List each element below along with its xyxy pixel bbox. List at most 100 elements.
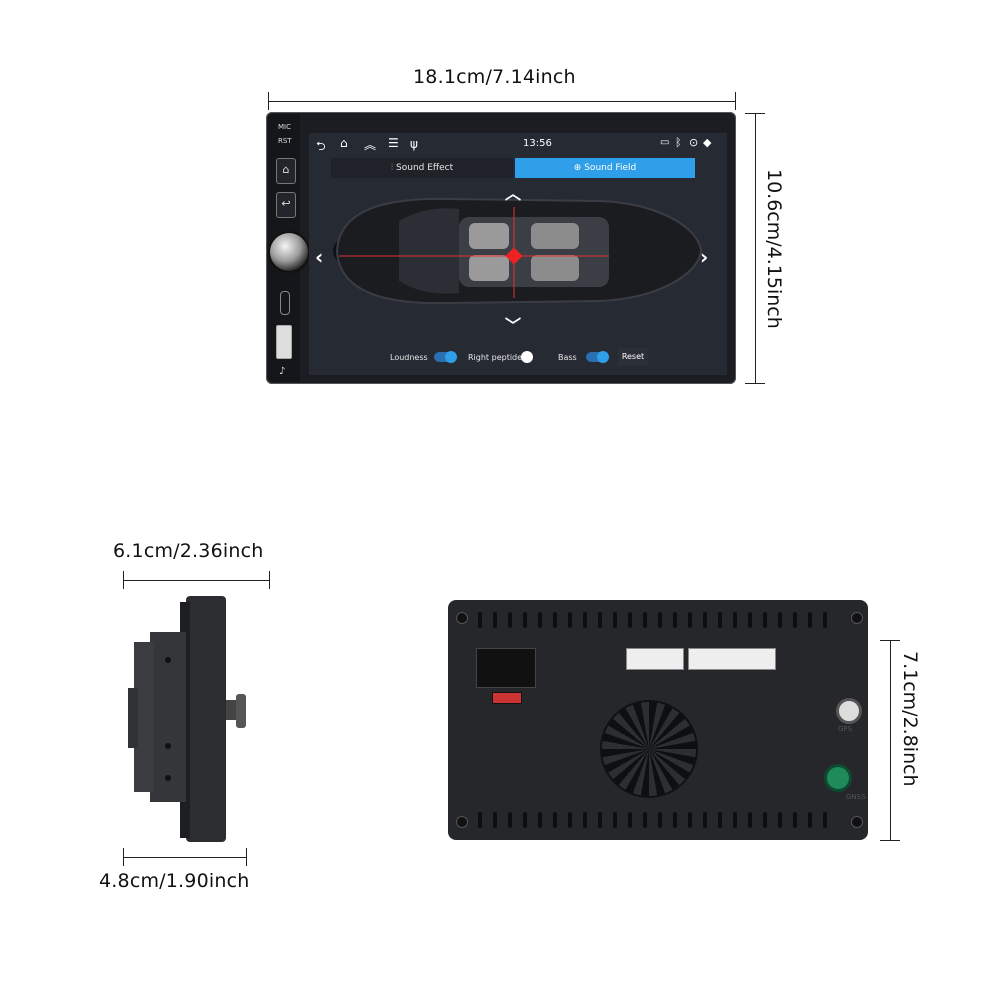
front-width-tick-left — [268, 92, 269, 110]
vent-slot — [598, 612, 602, 628]
front-width-label: 18.1cm/7.14inch — [413, 66, 576, 88]
vent-slot — [568, 812, 572, 828]
vent-slot — [523, 612, 527, 628]
screw — [851, 612, 863, 624]
side-depth-bottom-label: 4.8cm/1.90inch — [99, 870, 250, 892]
front-width-tick-right — [735, 92, 736, 110]
vent-slot — [673, 812, 677, 828]
vent-slot — [748, 812, 752, 828]
back-icon[interactable]: ⮌ — [316, 139, 326, 153]
loudness-toggle[interactable] — [434, 351, 457, 363]
vent-slot — [553, 612, 557, 628]
side-depth-top-line — [123, 580, 269, 581]
vent-slot — [808, 812, 812, 828]
rst-label: RST — [278, 137, 292, 145]
vent-slot — [643, 612, 647, 628]
vent-slot — [673, 612, 677, 628]
vent-slot — [613, 612, 617, 628]
tab-sound-field-label: Sound Field — [584, 163, 637, 173]
vent-slot — [508, 612, 512, 628]
vent-slot — [658, 612, 662, 628]
tab-sound-effect-label: Sound Effect — [396, 163, 454, 173]
home-icon[interactable]: ⌂ — [340, 136, 348, 150]
tab-sound-field[interactable]: ⊕ Sound Field — [515, 158, 695, 178]
harness-connector-2 — [688, 648, 776, 670]
side-depth-bottom-line — [123, 857, 246, 858]
vent-slot — [553, 812, 557, 828]
vent-slot — [478, 612, 482, 628]
back-height-tick-top — [880, 640, 900, 641]
back-height-label: 7.1cm/2.8inch — [899, 651, 921, 787]
screw — [456, 612, 468, 624]
side-top-tick-right — [269, 571, 270, 589]
vent-slot — [778, 612, 782, 628]
screw — [851, 816, 863, 828]
arrow-right-icon[interactable]: › — [700, 245, 709, 269]
vent-slot — [598, 812, 602, 828]
vent-slot — [538, 812, 542, 828]
chevron-up-double-icon[interactable]: ︽ — [364, 138, 377, 152]
volume-knob[interactable] — [270, 233, 308, 271]
vent-slot — [808, 612, 812, 628]
vent-slot — [568, 612, 572, 628]
vent-slot — [703, 612, 707, 628]
location-icon: ⊙ — [689, 136, 699, 149]
back-hardware-button[interactable]: ↩ — [276, 192, 296, 218]
cast-icon: ▭ — [660, 137, 670, 148]
vent-slot — [508, 812, 512, 828]
vent-slot — [643, 812, 647, 828]
menu-icon[interactable]: ☰ — [388, 136, 399, 150]
reset-button[interactable]: Reset — [618, 348, 648, 366]
equalizer-icon: ⫶ — [390, 163, 394, 173]
harness-connector-1 — [626, 648, 684, 670]
vent-slot — [493, 812, 497, 828]
vent-slot — [823, 612, 827, 628]
side-profile-view — [128, 596, 246, 842]
vent-slot — [658, 812, 662, 828]
gps-label: GPS — [838, 725, 853, 733]
vent-slot — [583, 812, 587, 828]
vent-slot — [823, 812, 827, 828]
back-height-tick-bottom — [880, 840, 900, 841]
music-icon: ♪ — [279, 366, 286, 377]
right-peptide-label: Right peptide — [468, 353, 523, 362]
vent-slot — [688, 612, 692, 628]
vent-slot — [523, 812, 527, 828]
gnss-antenna-port — [824, 764, 852, 792]
loudness-label: Loudness — [390, 353, 428, 362]
arrow-left-icon[interactable]: ‹ — [315, 245, 324, 269]
front-height-label: 10.6cm/4.15inch — [763, 169, 785, 329]
iso-connector — [476, 648, 536, 688]
front-height-tick-bottom — [745, 383, 765, 384]
right-peptide-toggle[interactable] — [521, 351, 543, 363]
vent-slot — [688, 812, 692, 828]
screw — [456, 816, 468, 828]
back-height-line — [890, 640, 891, 840]
bass-toggle[interactable] — [586, 351, 609, 363]
bass-label: Bass — [558, 353, 577, 362]
vent-slot — [748, 612, 752, 628]
vent-slot — [538, 612, 542, 628]
vent-slot — [793, 812, 797, 828]
usb-c-port — [280, 291, 290, 315]
cooling-fan — [600, 700, 698, 798]
arrow-up-icon[interactable]: ︿ — [505, 184, 522, 203]
vent-slot — [778, 812, 782, 828]
tab-sound-effect[interactable]: ⫶ Sound Effect — [331, 158, 513, 178]
vent-slot — [493, 612, 497, 628]
side-bottom-tick-right — [246, 848, 247, 866]
arrow-down-icon[interactable]: ﹀ — [505, 316, 522, 335]
bluetooth-icon: ᛒ — [675, 136, 682, 149]
wifi-icon: ◆ — [703, 136, 712, 149]
vent-slot — [733, 612, 737, 628]
target-icon: ⊕ — [573, 163, 582, 173]
vent-slot — [718, 812, 722, 828]
side-depth-top-label: 6.1cm/2.36inch — [113, 540, 264, 562]
vent-slot — [628, 812, 632, 828]
gnss-label: GNSS — [846, 793, 866, 801]
vent-slot — [733, 812, 737, 828]
car-top-view — [333, 197, 703, 305]
side-top-tick-left — [123, 571, 124, 589]
front-width-line — [268, 101, 736, 102]
home-hardware-button[interactable]: ⌂ — [276, 158, 296, 184]
